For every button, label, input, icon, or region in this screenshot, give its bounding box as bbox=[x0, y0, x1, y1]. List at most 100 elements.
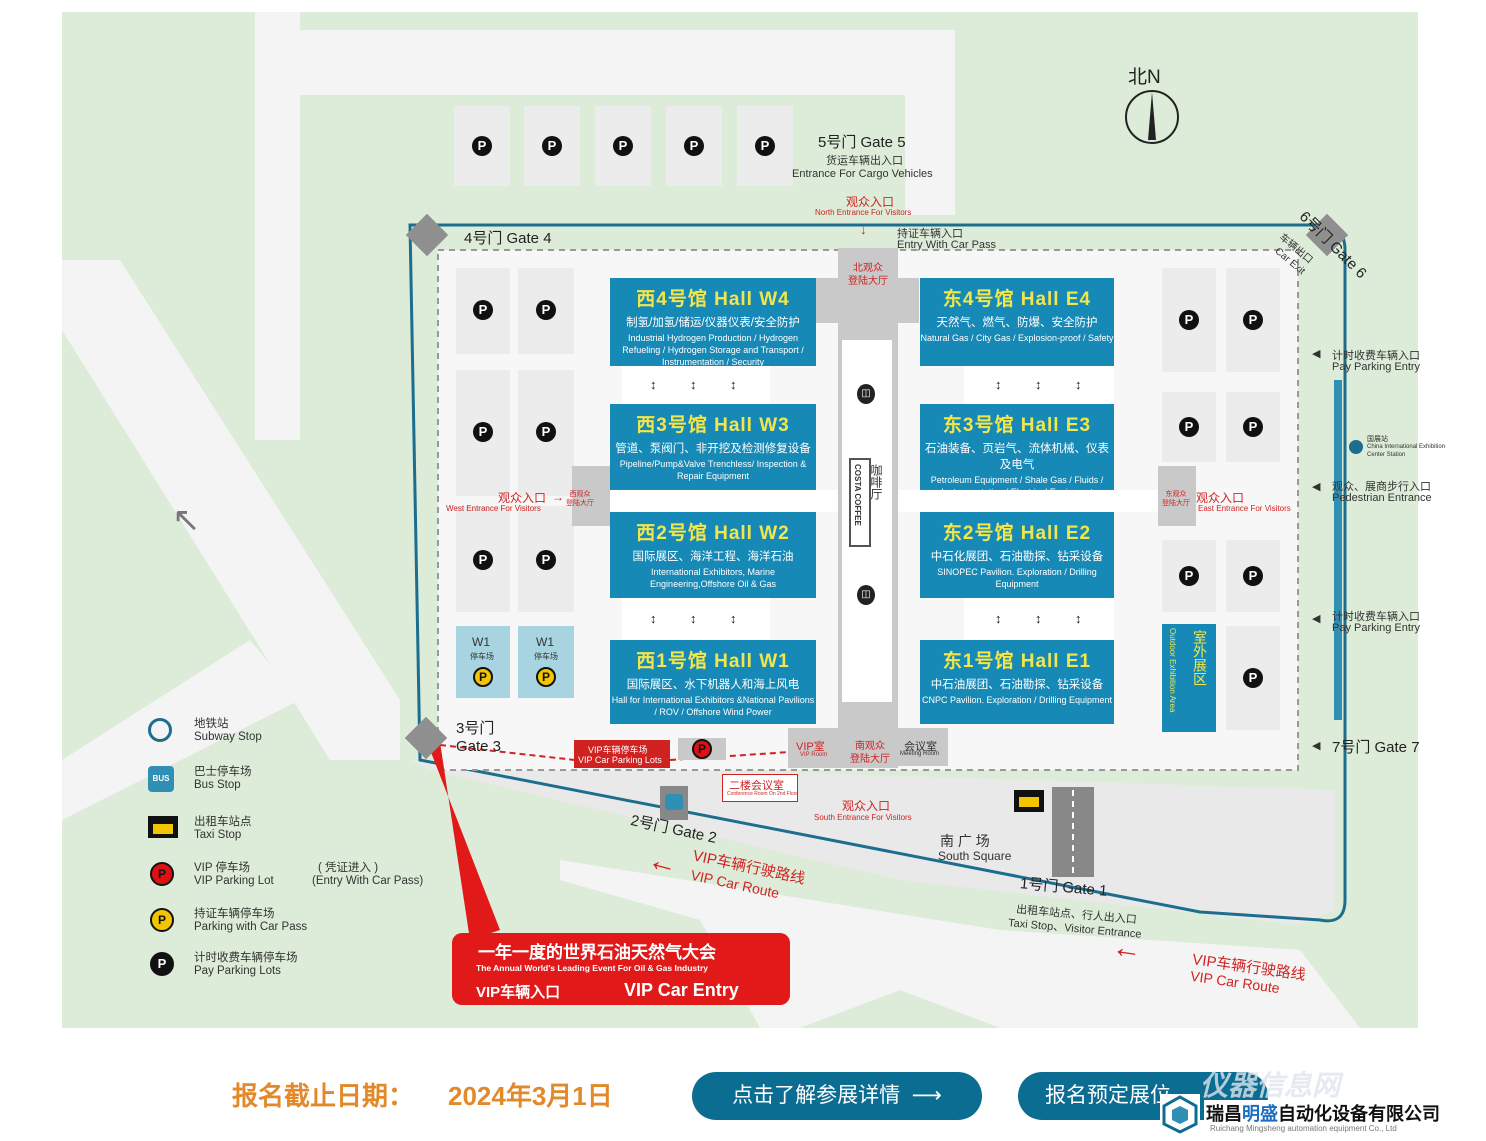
parking-lot: P bbox=[1226, 392, 1280, 462]
legend-subway-en: Subway Stop bbox=[194, 731, 262, 743]
legend-note-cn: ( 凭证进入 ) bbox=[318, 862, 379, 874]
hall-w1-en: Hall for International Exhibitors &Natio… bbox=[611, 695, 815, 717]
two-way-arrow-icon: ↕ bbox=[995, 611, 1002, 626]
gate3-cn: 3号门 bbox=[456, 720, 495, 737]
north-entrance-arrow-icon: ↓ bbox=[860, 222, 867, 237]
south-square-en: South Square bbox=[938, 849, 1012, 863]
two-way-arrow-icon: ↕ bbox=[650, 611, 657, 626]
south-entrance-en: South Entrance For Visitors bbox=[814, 813, 912, 822]
w1-lot-name: W1 bbox=[472, 635, 490, 649]
pay-parking-icon: P bbox=[755, 136, 775, 156]
subway-station-en: China International Exhibition Center St… bbox=[1367, 444, 1446, 458]
carpass-entry-en: Entry With Car Pass bbox=[897, 239, 997, 251]
book-booth-label: 报名预定展位 bbox=[1045, 1084, 1171, 1107]
link-corridor bbox=[622, 366, 770, 404]
hall-w2-en: International Exhibitors, Marine Enginee… bbox=[650, 567, 776, 589]
hall-e2-en: SINOPEC Pavilion. Exploration / Drilling… bbox=[937, 567, 1097, 589]
parking-lot: P bbox=[454, 106, 510, 186]
pay-parking-icon: P bbox=[542, 136, 562, 156]
hall-e1-cn: 中石油展团、石油勘探、钻采设备 bbox=[930, 679, 1104, 691]
subway-icon bbox=[1349, 440, 1363, 454]
hall-e1[interactable]: 东1号馆 Hall E1 中石油展团、石油勘探、钻采设备 CNPC Pavili… bbox=[920, 640, 1114, 724]
pay-parking-icon: P bbox=[1243, 417, 1263, 437]
vip-parking-icon: P bbox=[150, 862, 174, 886]
hall-e3-cn: 石油装备、页岩气、流体机械、仪表及电气 bbox=[925, 443, 1109, 471]
company-name: 瑞昌明盛自动化设备有限公司 bbox=[1204, 1100, 1442, 1126]
two-way-arrow-icon: ↕ bbox=[730, 377, 737, 392]
restroom-icon: ◫ bbox=[857, 585, 875, 605]
hall-e2[interactable]: 东2号馆 Hall E2 中石化展团、石油勘探、钻采设备 SINOPEC Pav… bbox=[920, 512, 1114, 598]
taxi-stop-icon bbox=[1014, 790, 1044, 812]
pay-entry2-arrow-icon: ◀ bbox=[1312, 613, 1321, 625]
legend-note-en: (Entry With Car Pass) bbox=[312, 875, 424, 887]
pay-parking-icon: P bbox=[536, 300, 556, 320]
parking-lot: P bbox=[595, 106, 651, 186]
hall-w2[interactable]: 西2号馆 Hall W2 国际展区、海洋工程、海洋石油 Internationa… bbox=[610, 512, 816, 598]
watermark: 仪器信息网 bbox=[1200, 1070, 1341, 1101]
meeting-room-en: Meeting Room bbox=[900, 751, 940, 757]
east-corridor bbox=[898, 490, 1158, 512]
west-entrance-en: West Entrance For Visitors bbox=[446, 504, 541, 513]
north-entrance-en: North Entrance For Visitors bbox=[815, 208, 912, 217]
coffee-cn: 咖啡厅 bbox=[869, 464, 883, 500]
parking-lot: P bbox=[1226, 540, 1280, 612]
pay-parking-icon: P bbox=[472, 136, 492, 156]
parking-lot: P bbox=[518, 268, 574, 354]
pay-parking-icon: P bbox=[1179, 566, 1199, 586]
gate5-label: 5号门 Gate 5 bbox=[818, 134, 906, 151]
hall-w3[interactable]: 西3号馆 Hall W3 管道、泵阀门、非开挖及检测修复设备 Pipeline/… bbox=[610, 404, 816, 490]
pay-parking-icon: P bbox=[1243, 310, 1263, 330]
hall-e4[interactable]: 东4号馆 Hall E4 天然气、燃气、防爆、安全防护 Natural Gas … bbox=[920, 278, 1114, 366]
east-entrance-cn: 观众入口 bbox=[1196, 491, 1245, 505]
hall-w2-title: 西2号馆 Hall W2 bbox=[636, 523, 790, 544]
north-lobby bbox=[815, 278, 919, 323]
hall-e3-en: Petroleum Equipment / Shale Gas / Fluids… bbox=[930, 475, 1104, 497]
parking-lot: P bbox=[1162, 392, 1216, 462]
pay-parking-icon: P bbox=[473, 422, 493, 442]
hall-e4-title: 东4号馆 Hall E4 bbox=[942, 289, 1092, 310]
hall-e2-title: 东2号馆 Hall E2 bbox=[942, 523, 1092, 544]
west-lobby-label: 西观众 登陆大厅 bbox=[566, 491, 594, 507]
hall-w1[interactable]: 西1号馆 Hall W1 国际展区、水下机器人和海上风电 Hall for In… bbox=[610, 640, 816, 724]
gate5-en: Entrance For Cargo Vehicles bbox=[792, 168, 933, 180]
parking-lot: P bbox=[456, 370, 510, 496]
hall-e4-cn: 天然气、燃气、防爆、安全防护 bbox=[936, 317, 1098, 329]
east-lobby-label: 东观众 登陆大厅 bbox=[1162, 491, 1190, 507]
vip-parking-cn: VIP车辆停车场 bbox=[588, 745, 648, 755]
two-way-arrow-icon: ↕ bbox=[1035, 377, 1042, 392]
east-entrance-en: East Entrance For Visitors bbox=[1198, 504, 1291, 513]
parking-lot: P bbox=[666, 106, 722, 186]
parking-lot: P bbox=[456, 268, 510, 354]
hall-w4[interactable]: 西4号馆 Hall W4 制氢/加氢/储运/仪器仪表/安全防护 Industri… bbox=[610, 278, 816, 367]
parking-lot: P bbox=[518, 370, 574, 496]
banner-title: 一年一度的世界石油天然气大会 bbox=[478, 943, 716, 962]
pay-parking-icon: P bbox=[473, 300, 493, 320]
legend-note: ( 凭证进入 )(Entry With Car Pass) bbox=[312, 862, 423, 888]
gate7-arrow-icon: ◀ bbox=[1312, 740, 1321, 752]
road-direction-arrow-icon: ↖ bbox=[172, 501, 201, 539]
legend-subway-cn: 地铁站 bbox=[194, 718, 229, 730]
pay-parking-icon: P bbox=[613, 136, 633, 156]
pay-parking-icon: P bbox=[1179, 417, 1199, 437]
two-way-arrow-icon: ↕ bbox=[1075, 377, 1082, 392]
legend-pay-cn: 计时收费车辆停车场 bbox=[194, 952, 298, 964]
company-name-en: Ruichang Mingsheng automation equipment … bbox=[1210, 1124, 1397, 1133]
conference-room-en: Conference Room On 2nd Floor bbox=[727, 791, 799, 797]
outdoor-en: Outdoor Exhibition Area bbox=[1168, 628, 1177, 713]
pass-parking-icon: P bbox=[150, 908, 174, 932]
company-name-c: 自动化设备有限公司 bbox=[1278, 1104, 1440, 1124]
exhibit-details-label: 点击了解参展详情 bbox=[732, 1084, 901, 1107]
south-lobby bbox=[838, 702, 898, 768]
east-lobby bbox=[1158, 466, 1196, 526]
ped-entry-cn: 观众、展商步行入口 bbox=[1332, 481, 1431, 493]
exhibit-details-button[interactable]: 点击了解参展详情 ⟶ bbox=[692, 1072, 982, 1120]
two-way-arrow-icon: ↕ bbox=[1035, 611, 1042, 626]
hall-e3[interactable]: 东3号馆 Hall E3 石油装备、页岩气、流体机械、仪表及电气 Petrole… bbox=[920, 404, 1114, 497]
gate4-label: 4号门 Gate 4 bbox=[464, 230, 552, 247]
pass-parking-icon: P bbox=[536, 667, 556, 687]
west-lobby bbox=[572, 466, 610, 526]
legend-pass-en: Parking with Car Pass bbox=[194, 921, 308, 933]
legend-vip-en: VIP Parking Lot bbox=[194, 875, 274, 887]
